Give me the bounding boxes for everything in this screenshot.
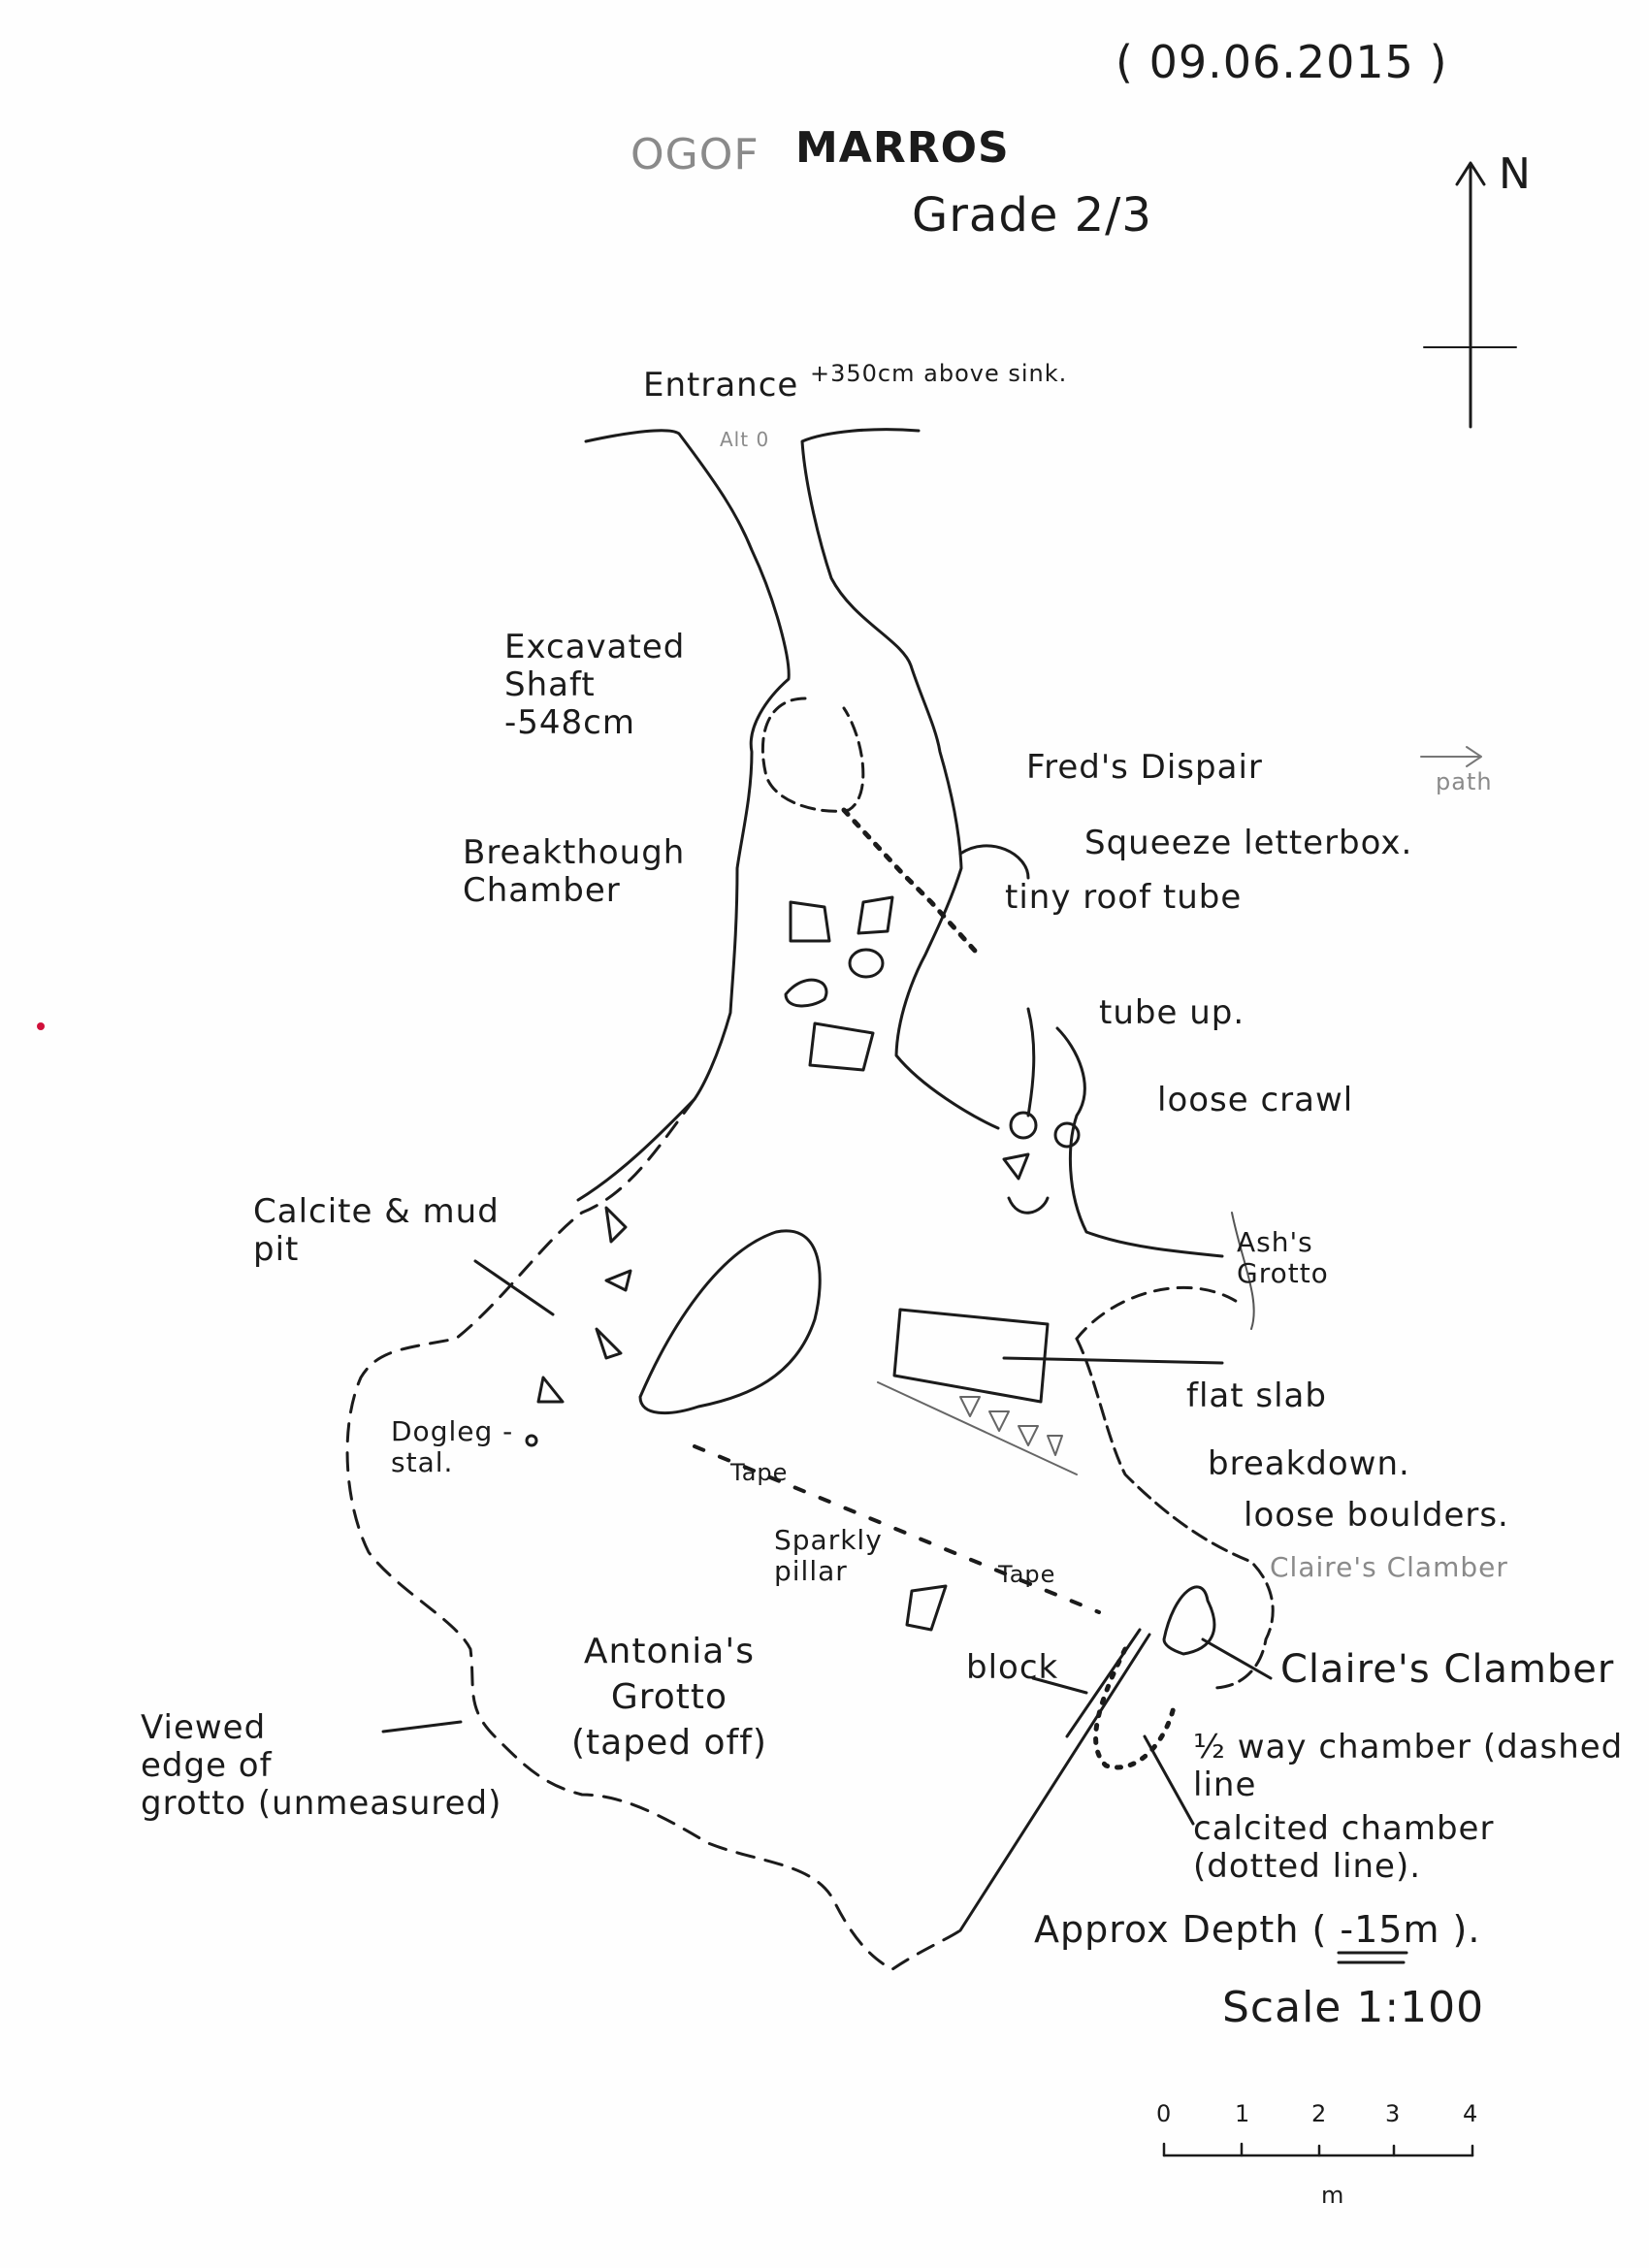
squeeze-letterbox-outline	[958, 844, 1030, 880]
scale-tick-2: 2	[1311, 2100, 1328, 2127]
rock-island	[638, 1229, 822, 1415]
label-excavated-shaft: Excavated Shaft -548cm	[504, 628, 686, 743]
side-passage	[1026, 1007, 1224, 1258]
calcited-chamber-leader	[1143, 1734, 1195, 1826]
label-dogleg-stal: Dogleg - stal.	[391, 1415, 514, 1479]
dogleg-stal-marker	[525, 1434, 538, 1447]
red-mark	[37, 1022, 45, 1030]
cave-name: MARROS	[795, 123, 1010, 173]
label-breakthrough-chamber: Breakthough Chamber	[463, 833, 686, 911]
antonias-grotto-outline	[345, 1097, 962, 1971]
passage-to-grotto	[958, 1628, 1151, 1932]
north-arrow-icon	[1423, 161, 1517, 429]
label-loose-boulders: loose boulders.	[1244, 1496, 1509, 1535]
survey-grade: Grade 2/3	[912, 188, 1152, 243]
label-calcited-chamber: calcited chamber (dotted line).	[1193, 1809, 1495, 1887]
cave-name-prefix: OGOF	[630, 130, 760, 179]
label-calcite-mud-pit: Calcite & mud pit	[253, 1192, 500, 1270]
label-tube-up: tube up.	[1099, 993, 1245, 1032]
boulders	[784, 895, 894, 1072]
scale-unit: m	[1321, 2182, 1345, 2209]
label-breakdown: breakdown.	[1208, 1444, 1410, 1483]
label-claires-clamber-pencil: Claire's Clamber	[1270, 1551, 1508, 1583]
half-way-chamber-dots	[1093, 1646, 1177, 1770]
entrance-passage-right-wall	[800, 428, 1000, 1130]
label-path: path	[1436, 768, 1493, 795]
label-freds-dispair: Fred's Dispair	[1026, 748, 1263, 787]
loose-crawl-boulders	[1002, 1111, 1081, 1215]
scale-tick-0: 0	[1156, 2100, 1173, 2127]
squeeze-passage	[841, 807, 978, 954]
label-claires-clamber: Claire's Clamber	[1280, 1647, 1615, 1692]
label-approx-depth: Approx Depth ( -15m ).	[1034, 1908, 1481, 1951]
sparkly-pillar	[905, 1584, 948, 1632]
viewed-edge-leader	[381, 1720, 463, 1733]
ash-grotto-dashed	[1075, 1285, 1244, 1341]
ashs-grotto-outline	[1231, 1212, 1255, 1330]
breakdown-wall	[1075, 1337, 1275, 1690]
label-half-way-chamber: ½ way chamber (dashed line	[1193, 1728, 1624, 1805]
label-block: block	[966, 1648, 1059, 1687]
flat-slab	[892, 1308, 1050, 1404]
entrance-passage-left-wall	[576, 429, 791, 1202]
block-leader	[1031, 1676, 1088, 1695]
label-tiny-roof-tube: tiny roof tube	[1005, 878, 1243, 917]
path-arrow-icon	[1420, 746, 1482, 767]
label-entrance-note: +350cm above sink.	[810, 360, 1068, 387]
survey-date: ( 09.06.2015 )	[1116, 36, 1448, 88]
calcite-pit-leader	[473, 1259, 555, 1316]
label-scale: Scale 1:100	[1222, 1983, 1485, 2032]
tape-line	[693, 1444, 1101, 1614]
scale-bar	[1162, 2142, 1474, 2157]
scale-tick-4: 4	[1463, 2100, 1479, 2127]
flat-slab-leader	[1002, 1356, 1224, 1365]
label-viewed-edge: Viewed edge of grotto (unmeasured)	[141, 1708, 502, 1824]
scale-tick-3: 3	[1385, 2100, 1402, 2127]
label-flat-slab: flat slab	[1186, 1377, 1327, 1415]
north-label: N	[1499, 149, 1532, 199]
scale-tick-1: 1	[1235, 2100, 1251, 2127]
claires-clamber-outline	[1162, 1585, 1216, 1656]
claires-clamber-leader	[1201, 1637, 1273, 1680]
label-entrance: Entrance	[643, 366, 799, 405]
label-tape-2: Tape	[998, 1561, 1056, 1588]
excavated-shaft-outline	[760, 697, 865, 813]
label-ashs-grotto: Ash's Grotto	[1237, 1226, 1329, 1290]
breakdown-triangles	[877, 1381, 1078, 1475]
label-tape-1: Tape	[730, 1459, 789, 1486]
calcite-pit-markers	[536, 1206, 632, 1404]
label-alt: Alt 0	[720, 428, 770, 451]
label-loose-crawl: loose crawl	[1157, 1081, 1354, 1119]
label-antonias-grotto: Antonia's Grotto (taped off)	[571, 1632, 767, 1763]
label-sparkly-pillar: Sparkly pillar	[774, 1524, 883, 1588]
label-squeeze-letterbox: Squeeze letterbox.	[1084, 824, 1413, 862]
